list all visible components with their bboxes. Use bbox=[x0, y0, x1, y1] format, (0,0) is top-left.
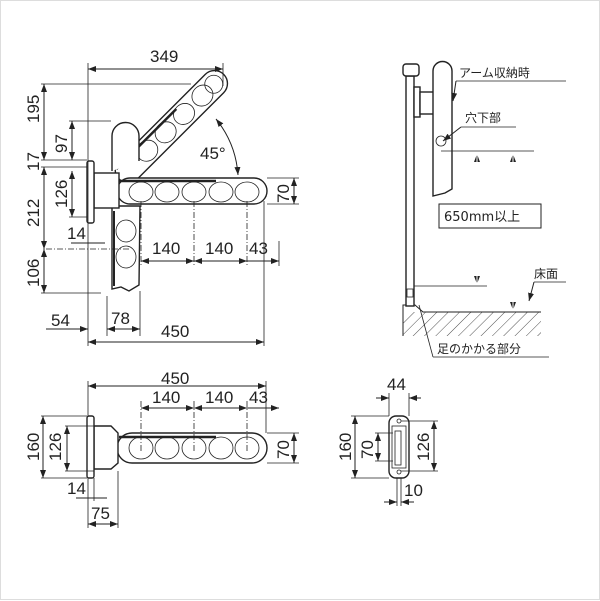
label-hole-bottom: 穴下部 bbox=[465, 110, 501, 125]
hub bbox=[93, 172, 120, 209]
dim-14: 14 bbox=[67, 224, 86, 243]
dim-70: 70 bbox=[274, 184, 293, 203]
dim-140-b: 140 bbox=[205, 239, 233, 258]
wall-plate bbox=[86, 415, 95, 479]
side-view: 44 160 70 126 10 bbox=[336, 375, 438, 506]
dim-43: 43 bbox=[249, 388, 268, 407]
dim-97: 97 bbox=[52, 134, 71, 153]
floor-hatch bbox=[403, 312, 541, 336]
min-height-box bbox=[438, 203, 542, 229]
dim-78: 78 bbox=[111, 309, 130, 328]
upright-arm bbox=[111, 121, 140, 171]
dim-140-b: 140 bbox=[205, 388, 233, 407]
dim-14: 14 bbox=[67, 479, 86, 498]
dim-450: 450 bbox=[161, 369, 189, 388]
dim-349: 349 bbox=[150, 47, 178, 66]
post bbox=[405, 75, 415, 307]
dim-140-a: 140 bbox=[152, 388, 180, 407]
dim-450: 450 bbox=[161, 322, 189, 341]
top-view: 349 195 17 212 106 97 126 14 140 140 43 … bbox=[24, 47, 299, 346]
installation-view: アーム収納時 穴下部 650mm以上 床面 足のかかる部分 bbox=[402, 60, 566, 358]
dim-140-a: 140 bbox=[152, 239, 180, 258]
dim-212: 212 bbox=[24, 199, 43, 227]
label-floor: 床面 bbox=[534, 267, 558, 281]
stored-arm bbox=[432, 60, 453, 197]
dim-54: 54 bbox=[51, 311, 70, 330]
folded-arm bbox=[111, 205, 141, 292]
dim-126: 126 bbox=[52, 180, 71, 208]
label-arm-stored: アーム収納時 bbox=[459, 66, 530, 80]
dim-160: 160 bbox=[24, 433, 43, 461]
dim-160: 160 bbox=[336, 433, 355, 461]
wall-plate bbox=[86, 160, 95, 224]
dim-70: 70 bbox=[274, 440, 293, 459]
dim-106: 106 bbox=[24, 259, 43, 287]
dim-195: 195 bbox=[24, 95, 43, 123]
dim-17: 17 bbox=[24, 152, 43, 171]
label-foothold: 足のかかる部分 bbox=[437, 341, 521, 356]
dim-10: 10 bbox=[404, 481, 423, 500]
dim-44: 44 bbox=[387, 375, 406, 394]
wall-plate bbox=[388, 415, 410, 479]
dim-126: 126 bbox=[46, 433, 65, 461]
hub bbox=[93, 425, 119, 470]
dim-126: 126 bbox=[414, 433, 433, 461]
angle-45: 45° bbox=[200, 144, 226, 163]
dim-43: 43 bbox=[249, 239, 268, 258]
front-view: 450 140 140 43 160 126 70 14 75 bbox=[24, 369, 299, 528]
post-cap bbox=[402, 63, 420, 77]
dim-75: 75 bbox=[91, 504, 110, 523]
dim-70: 70 bbox=[358, 440, 377, 459]
label-min-height: 650mm以上 bbox=[444, 210, 520, 225]
